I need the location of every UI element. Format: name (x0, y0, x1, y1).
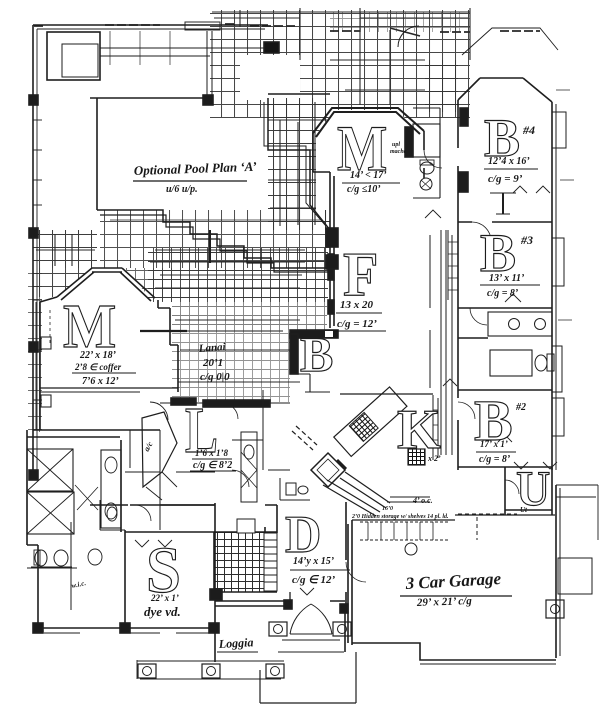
svg-text:#2: #2 (515, 402, 526, 413)
svg-text:x 2’: x 2’ (427, 454, 441, 463)
svg-text:#4: #4 (522, 123, 535, 137)
svg-text:dye vd.: dye vd. (144, 604, 181, 619)
svg-text:B: B (480, 223, 516, 283)
svg-text:20’1: 20’1 (202, 357, 223, 369)
svg-text:c/g = 12’: c/g = 12’ (337, 318, 377, 330)
svg-text:13’ x 11’: 13’ x 11’ (489, 273, 524, 284)
svg-text:c/g ∈ 8’2: c/g ∈ 8’2 (193, 460, 232, 471)
svg-text:Optional Pool Plan ‘A’: Optional Pool Plan ‘A’ (134, 159, 257, 178)
svg-text:22’ x 18’: 22’ x 18’ (79, 350, 116, 361)
svg-text:13 x 20: 13 x 20 (340, 299, 374, 311)
svg-text:c/g = 8’: c/g = 8’ (487, 288, 518, 299)
svg-text:c/g 0|0: c/g 0|0 (200, 371, 230, 383)
svg-text:14’y x 15’: 14’y x 15’ (293, 556, 334, 567)
svg-text:upl: upl (392, 142, 400, 148)
svg-text:K: K (397, 399, 441, 461)
svg-text:F: F (343, 240, 378, 310)
svg-text:Lanai: Lanai (197, 341, 227, 355)
svg-text:Ut: Ut (520, 506, 528, 514)
svg-text:D: D (285, 506, 321, 564)
svg-text:c/g ∈ 12’: c/g ∈ 12’ (292, 574, 336, 586)
svg-text:S: S (146, 534, 181, 607)
svg-text:12’4 x 16’: 12’4 x 16’ (488, 156, 530, 167)
svg-text:29’ x 21’ c/g: 29’ x 21’ c/g (416, 595, 473, 609)
svg-text:#3: #3 (520, 233, 533, 247)
svg-text:2’0 Hidden storage w/ shelves: 2’0 Hidden storage w/ shelves 14 pl. ld. (351, 514, 449, 520)
svg-text:a/c: a/c (142, 440, 155, 453)
svg-text:mache: mache (390, 149, 407, 155)
svg-text:3 Car Garage: 3 Car Garage (404, 569, 502, 593)
svg-text:1’6 x 1’8: 1’6 x 1’8 (195, 448, 228, 458)
svg-text:Loggia: Loggia (217, 635, 253, 651)
svg-text:U: U (516, 461, 550, 516)
svg-text:u/6 u/p.: u/6 u/p. (166, 184, 198, 195)
svg-text:c/g = 8’: c/g = 8’ (479, 454, 510, 465)
svg-text:7’6 x 12’: 7’6 x 12’ (82, 376, 119, 387)
svg-text:L: L (185, 393, 218, 467)
svg-text:B: B (300, 326, 333, 382)
svg-text:w.i.c.: w.i.c. (71, 579, 87, 590)
svg-text:c/g = 9’: c/g = 9’ (488, 173, 523, 185)
svg-text:M: M (63, 292, 116, 361)
svg-text:14’ < 17’: 14’ < 17’ (350, 170, 387, 181)
svg-text:22’ x 1’: 22’ x 1’ (150, 593, 179, 603)
svg-text:B: B (474, 388, 513, 453)
svg-text:17’ x 1’: 17’ x 1’ (480, 439, 508, 449)
svg-text:c/g ≤10’: c/g ≤10’ (347, 184, 381, 195)
svg-text:B: B (484, 108, 520, 168)
svg-text:16’0: 16’0 (382, 506, 393, 512)
svg-text:M: M (337, 112, 387, 184)
svg-text:2’8 ∈ coffer: 2’8 ∈ coffer (74, 362, 122, 372)
svg-text:4’ o.c.: 4’ o.c. (412, 496, 433, 505)
